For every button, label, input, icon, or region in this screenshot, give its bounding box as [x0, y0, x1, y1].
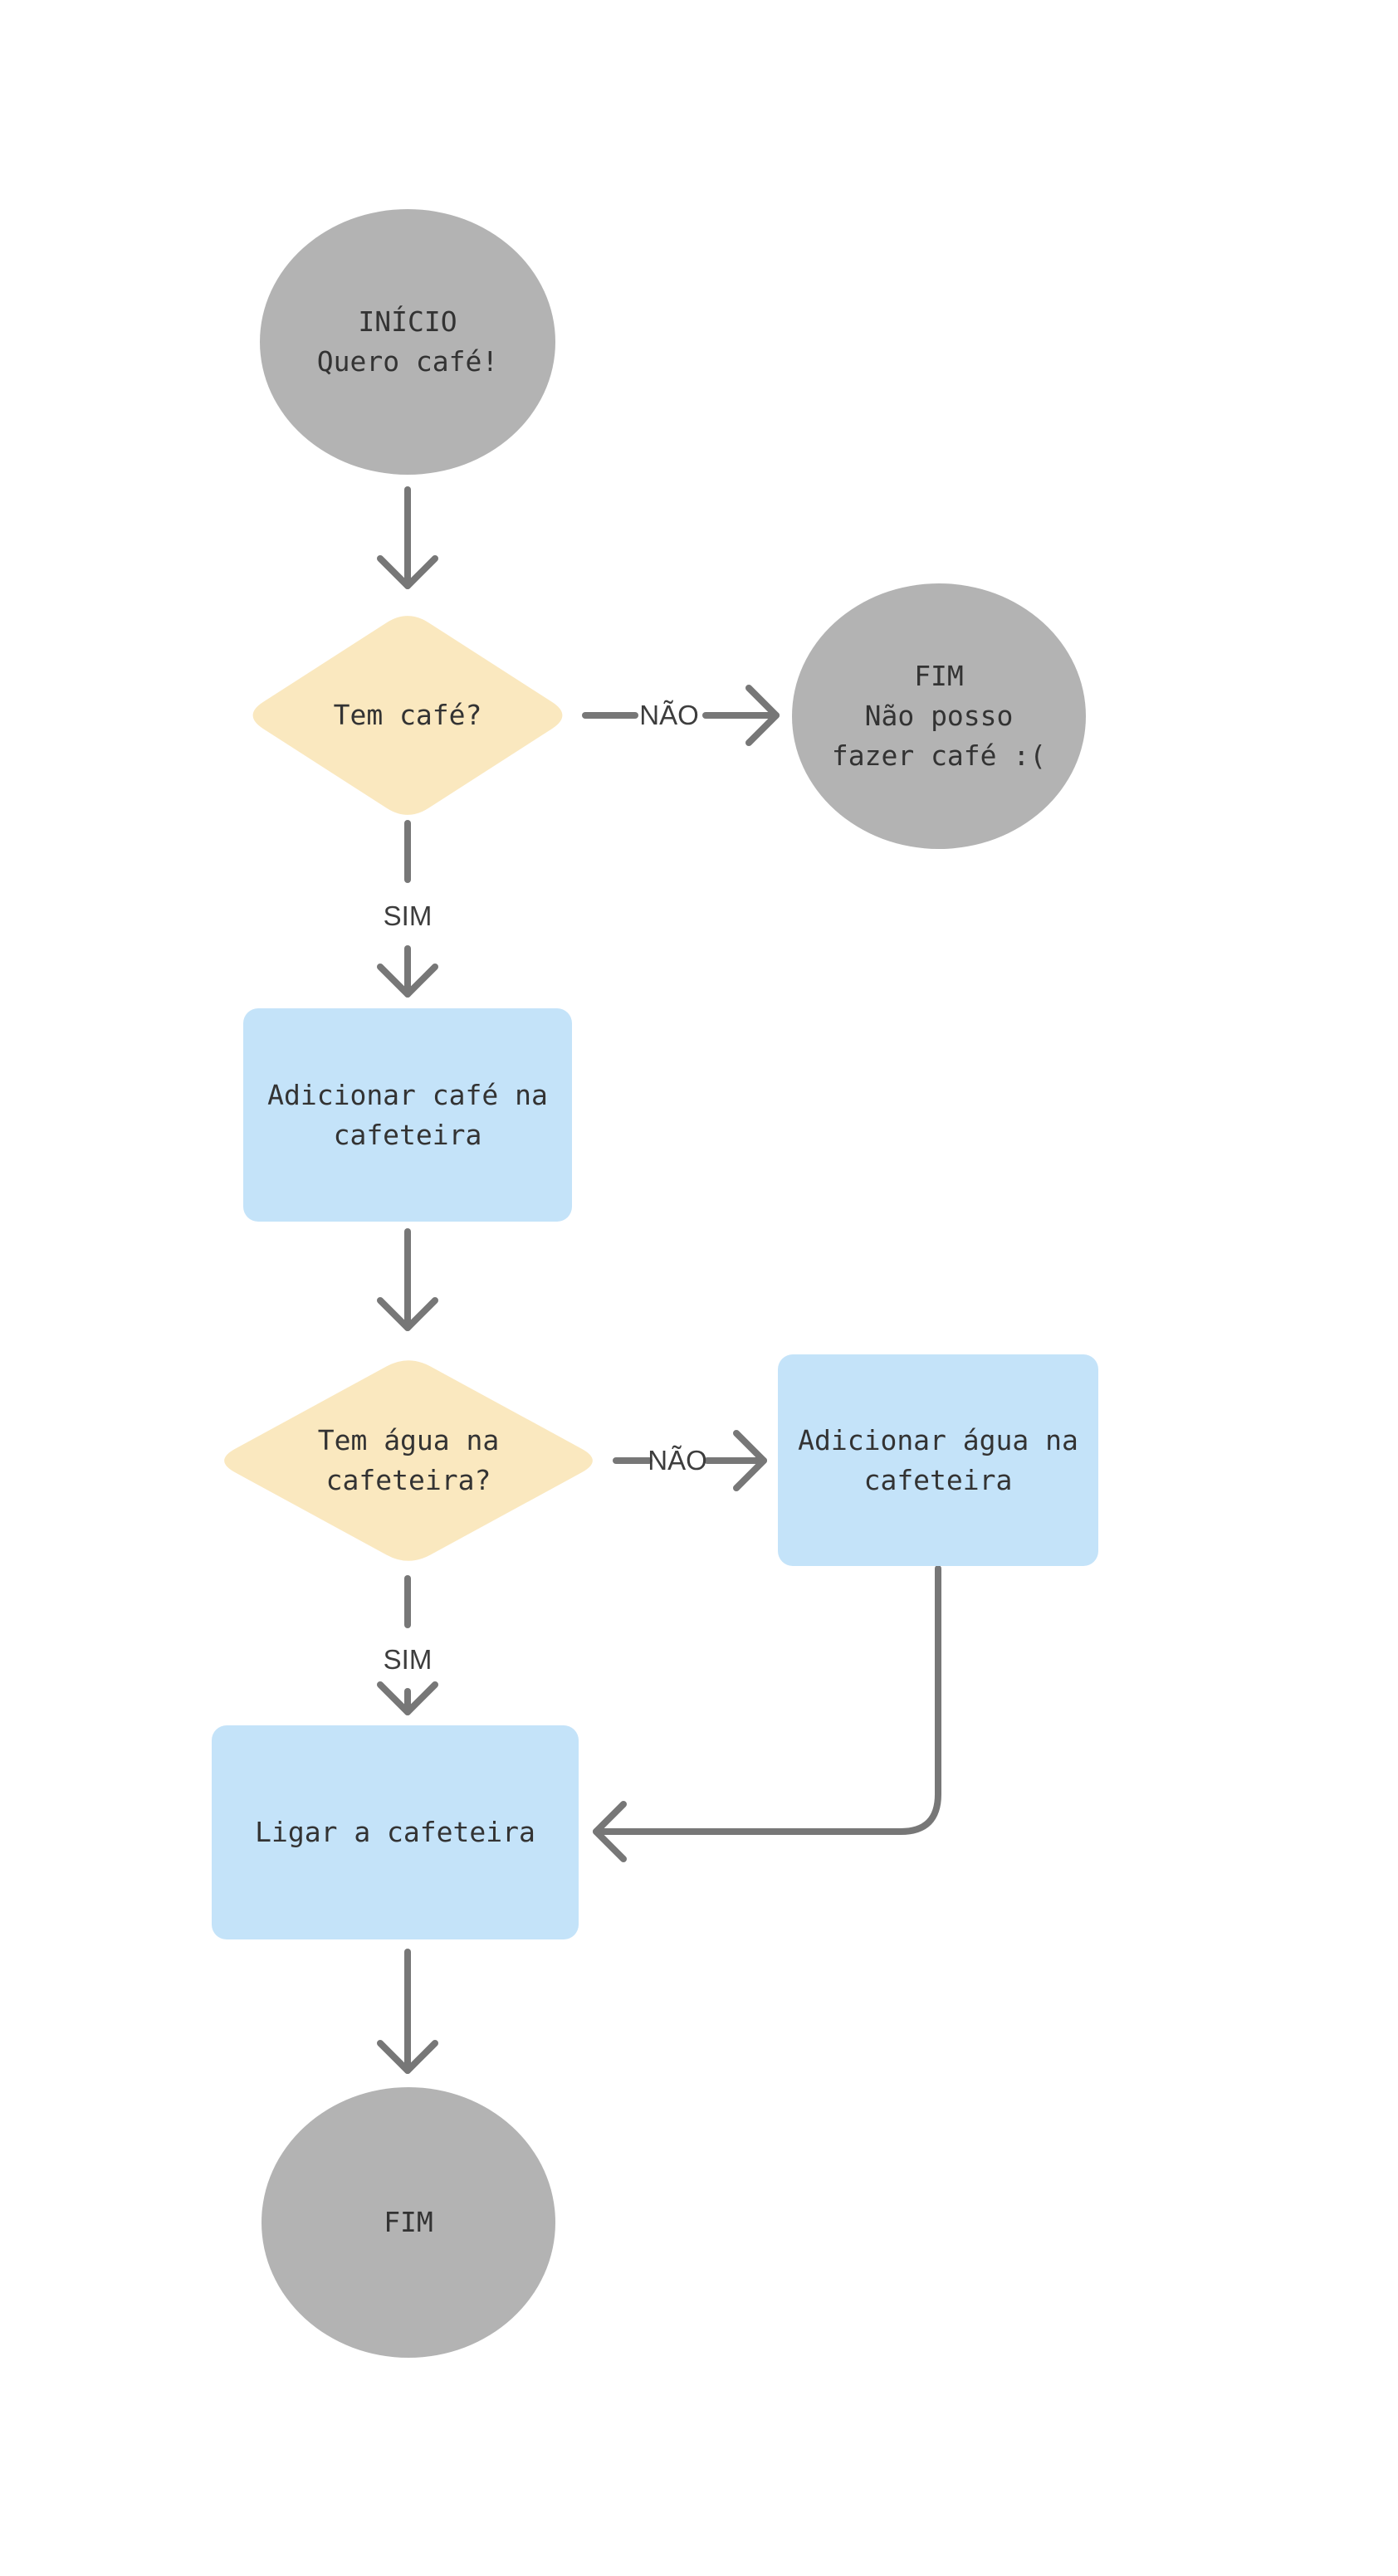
- arrow-head-right-icon: [745, 685, 780, 746]
- node-label-has-water: Tem água na cafeteira?: [317, 1424, 500, 1496]
- node-shape-turn-on: [212, 1725, 579, 1939]
- node-shape-end-no-coffee: [792, 583, 1086, 849]
- node-label-end-no-coffee: FIM Não posso fazer café :(: [831, 660, 1047, 772]
- arrow-head-down-icon: [377, 555, 438, 589]
- arrow-head-down-icon: [377, 1681, 438, 1715]
- node-label-start: INÍCIO Quero café!: [316, 305, 499, 378]
- edge-label-nao-1: NÃO: [639, 700, 699, 730]
- node-label-has-coffee: Tem café?: [333, 699, 482, 731]
- node-shape-has-water: [224, 1360, 593, 1561]
- edge-label-sim-2: SIM: [383, 1644, 433, 1675]
- node-label-end: FIM: [384, 2206, 433, 2238]
- arrow-head-down-icon: [377, 1297, 438, 1331]
- node-shape-end: [262, 2087, 555, 2358]
- node-shape-has-coffee: [252, 616, 563, 815]
- edge-add-water-to-turn-on: [593, 1565, 941, 1835]
- edge-label-sim-1: SIM: [383, 900, 433, 931]
- node-label-turn-on: Ligar a cafeteira: [255, 1816, 535, 1848]
- node-shape-add-coffee: [243, 1008, 572, 1222]
- arrow-head-right-icon: [733, 1430, 767, 1491]
- node-shape-add-water: [778, 1354, 1098, 1566]
- node-label-add-water: Adicionar água na cafeteira: [798, 1423, 1078, 1496]
- arrow-head-down-icon: [377, 2040, 438, 2074]
- edge-label-nao-2: NÃO: [648, 1445, 707, 1476]
- arrow-head-left-icon: [593, 1801, 627, 1862]
- node-label-add-coffee: Adicionar café na cafeteira: [267, 1078, 548, 1151]
- arrow-head-down-icon: [377, 964, 438, 998]
- node-shape-start: [260, 209, 555, 475]
